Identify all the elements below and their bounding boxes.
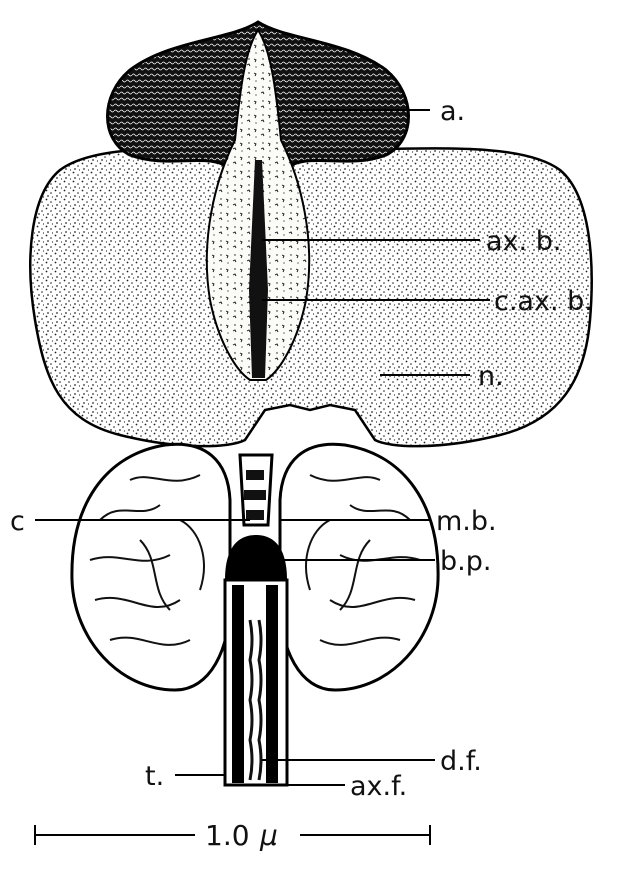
label-basal-plate: b.p. [440, 546, 491, 577]
label-tail: t. [145, 761, 164, 792]
mitochondrion-left [72, 444, 230, 690]
label-dense-fiber: d.f. [440, 746, 482, 777]
label-centriole: c [10, 506, 25, 537]
middle-body [240, 455, 272, 525]
scale-bar-unit: μ [259, 819, 278, 852]
tail [225, 580, 287, 785]
label-core-axial-body: c.ax. b. [494, 286, 593, 317]
label-acrosome: a. [440, 96, 465, 127]
label-axial-filament: ax.f. [350, 771, 407, 802]
mitochondrion-right [280, 444, 438, 690]
label-middle-body: m.b. [436, 506, 497, 537]
label-axial-body: ax. b. [486, 226, 561, 257]
label-nucleus: n. [478, 361, 504, 392]
scale-bar: 1.0 μ [35, 819, 430, 852]
scale-bar-value: 1.0 [205, 819, 250, 852]
